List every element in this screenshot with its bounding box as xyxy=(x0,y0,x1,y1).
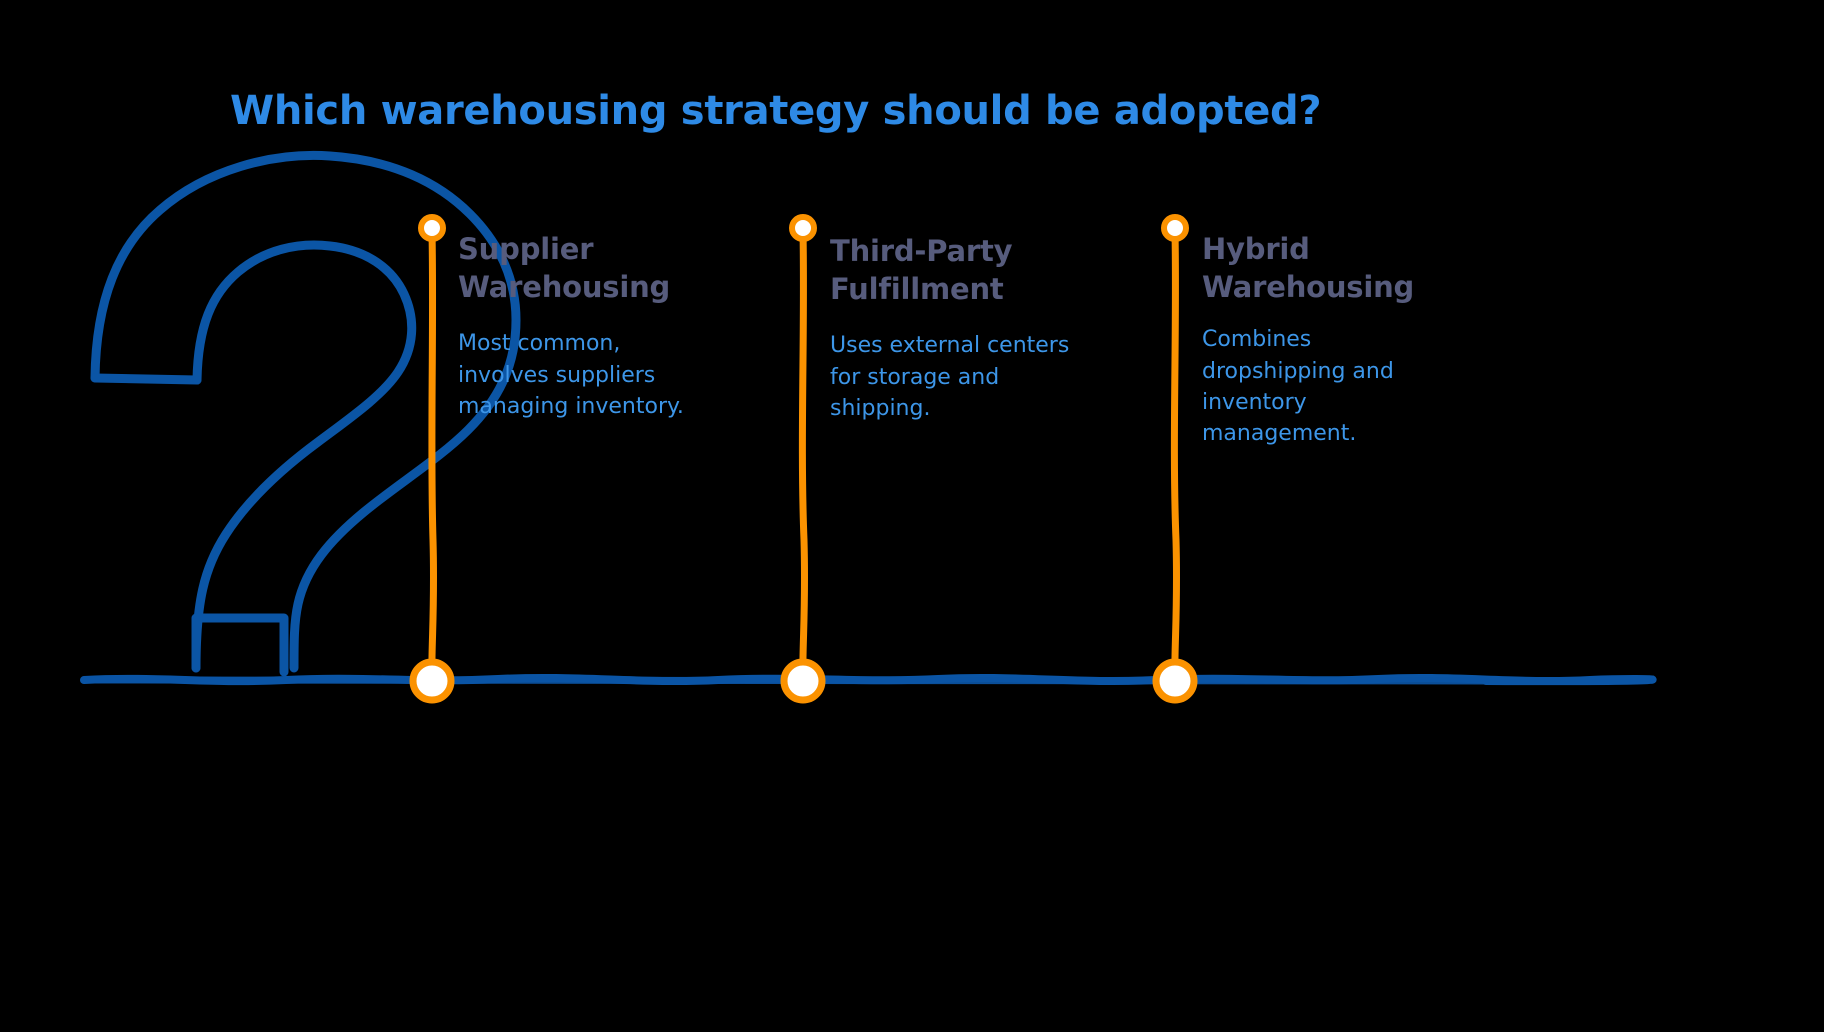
timeline-node-bottom-hybrid-warehousing[interactable] xyxy=(1152,658,1198,704)
column-heading-supplier-warehousing: Supplier Warehousing xyxy=(458,232,671,304)
column-body-third-party-fulfillment: Uses external centers for storage and sh… xyxy=(830,333,1070,421)
page-title: Which warehousing strategy should be ado… xyxy=(230,88,1322,134)
timeline-node-top-supplier-warehousing[interactable] xyxy=(418,214,446,242)
timeline-node-bottom-supplier-warehousing[interactable] xyxy=(409,658,455,704)
timeline-stem-third-party-fulfillment xyxy=(798,228,809,682)
column-supplier-warehousing: Supplier Warehousing Most common, involv… xyxy=(458,231,748,422)
column-third-party-fulfillment: Third-Party Fulfillment Uses external ce… xyxy=(830,233,1120,424)
timeline-node-top-hybrid-warehousing[interactable] xyxy=(1161,214,1189,242)
timeline-node-top-third-party-fulfillment[interactable] xyxy=(789,214,817,242)
timeline-node-bottom-third-party-fulfillment[interactable] xyxy=(780,658,826,704)
column-heading-hybrid-warehousing: Hybrid Warehousing xyxy=(1202,232,1415,304)
column-body-hybrid-warehousing: Combines dropshipping and inventory mana… xyxy=(1202,327,1394,447)
column-body-supplier-warehousing: Most common, involves suppliers managing… xyxy=(458,331,684,419)
timeline-stem-supplier-warehousing xyxy=(428,228,438,682)
column-hybrid-warehousing: Hybrid Warehousing Combines dropshipping… xyxy=(1202,231,1492,449)
question-mark-icon xyxy=(90,150,521,677)
column-heading-third-party-fulfillment: Third-Party Fulfillment xyxy=(830,234,1013,306)
timeline-stem-hybrid-warehousing xyxy=(1170,228,1181,682)
